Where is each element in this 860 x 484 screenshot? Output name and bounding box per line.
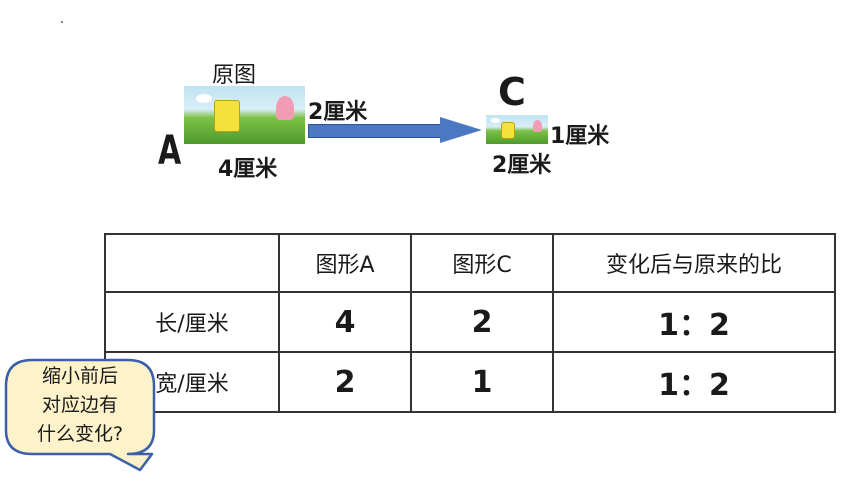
patrick-figure: [276, 96, 294, 120]
spongebob-figure: [214, 100, 240, 132]
cell-a-length: 4: [278, 291, 412, 353]
bubble-line-2: 对应边有: [41, 394, 118, 416]
arrow-head: [440, 117, 482, 143]
cell-ratio-width: 1：2: [552, 351, 836, 413]
c-height-label: 1厘米: [550, 124, 610, 149]
dot-mark: [61, 21, 63, 23]
bubble-line-1: 缩小前后: [41, 365, 118, 387]
header-cell-ratio: 变化后与原来的比: [552, 233, 836, 293]
bubble-line-3: 什么变化?: [36, 423, 124, 445]
flower-shape: [196, 94, 212, 103]
row-label-length: 长/厘米: [104, 291, 280, 353]
label-a: A: [158, 128, 182, 174]
comparison-table: 图形A 图形C 变化后与原来的比 长/厘米 4 2 1：2 宽/厘米 2 1 1…: [104, 233, 836, 413]
table-header-row: 图形A 图形C 变化后与原来的比: [104, 233, 836, 293]
patrick-figure: [533, 120, 542, 132]
bubble-text: 缩小前后 对应边有 什么变化?: [2, 362, 158, 449]
label-c: C: [498, 70, 526, 114]
table-row: 长/厘米 4 2 1：2: [104, 291, 836, 353]
a-width-label: 4厘米: [218, 157, 278, 182]
original-caption: 原图: [212, 63, 257, 88]
arrow-shaft: [308, 124, 442, 138]
picture-a: [184, 86, 305, 144]
cell-ratio-length: 1：2: [552, 291, 836, 353]
cell-c-width: 1: [410, 351, 554, 413]
c-width-label: 2厘米: [492, 153, 552, 178]
speech-bubble: [4, 358, 156, 472]
picture-c: [486, 115, 548, 144]
header-cell-figure-c: 图形C: [410, 233, 554, 293]
header-cell-figure-a: 图形A: [278, 233, 412, 293]
spongebob-figure: [501, 122, 515, 139]
a-height-label: 2厘米: [308, 100, 368, 125]
flower-shape: [491, 118, 500, 123]
table-row: 宽/厘米 2 1 1：2: [104, 351, 836, 413]
cell-a-width: 2: [278, 351, 412, 413]
header-cell-empty: [104, 233, 280, 293]
cell-c-length: 2: [410, 291, 554, 353]
